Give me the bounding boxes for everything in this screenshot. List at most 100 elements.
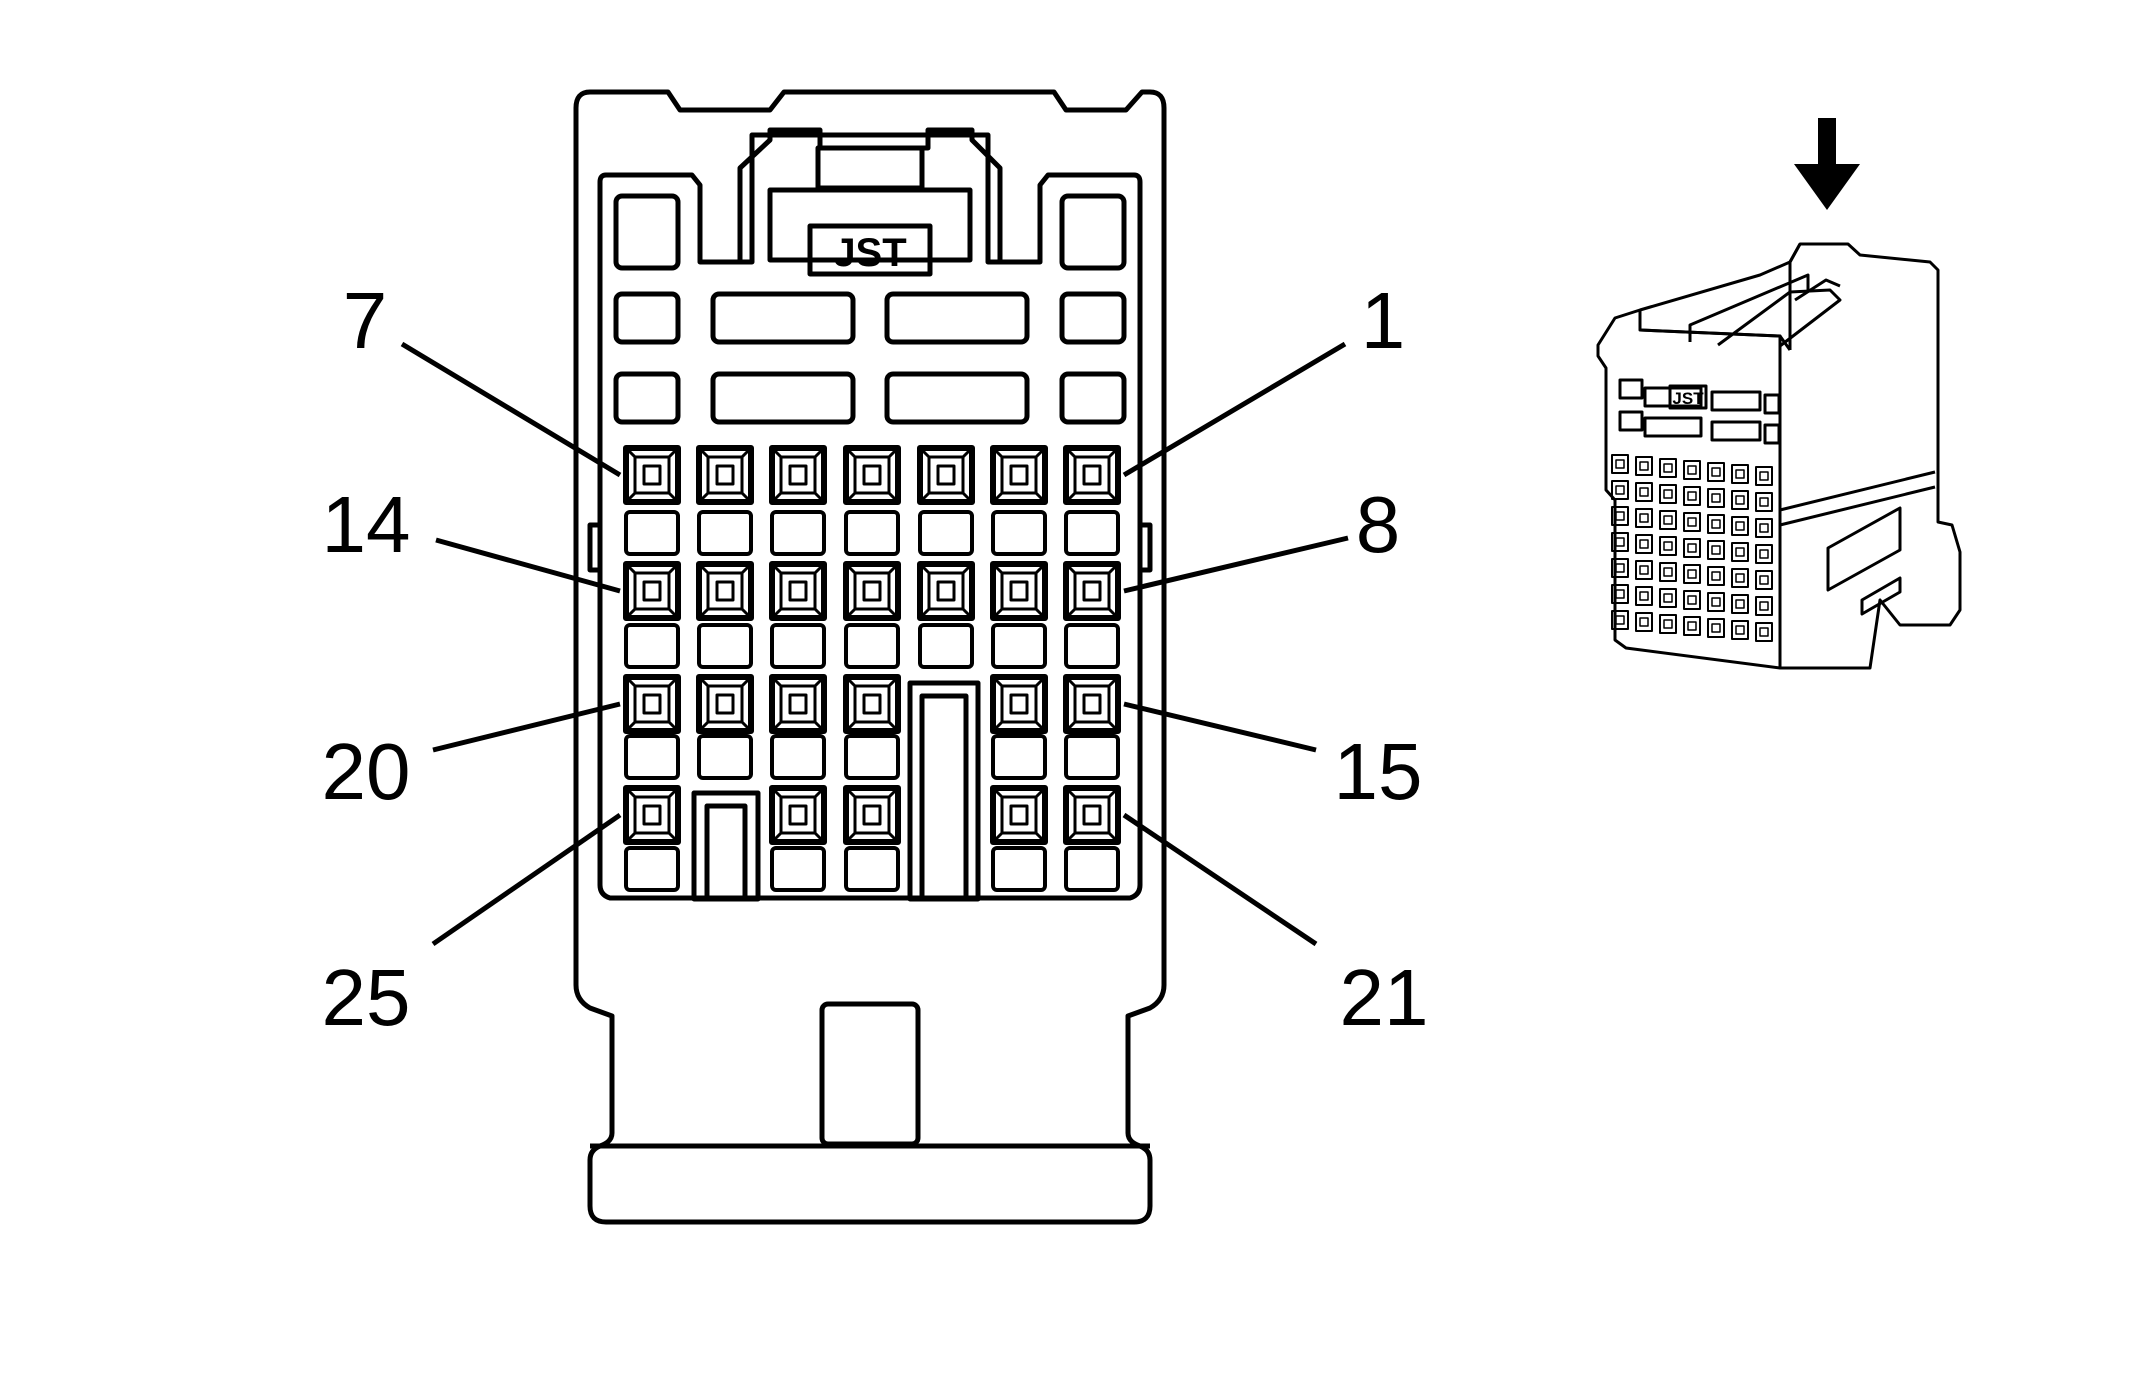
terminal-cavity <box>843 561 901 621</box>
iso-terminal <box>1683 512 1701 532</box>
slot <box>884 371 1030 425</box>
iso-terminal-inner <box>1687 517 1697 527</box>
latch-tab <box>815 145 925 191</box>
terminal-cavity <box>843 785 901 845</box>
terminal-cavity <box>843 445 901 505</box>
iso-terminal-inner <box>1687 621 1697 631</box>
iso-terminal-inner <box>1687 491 1697 501</box>
iso-terminal-inner <box>1735 469 1745 479</box>
terminal-cavity <box>990 445 1048 505</box>
iso-terminal <box>1659 458 1677 478</box>
iso-terminal <box>1635 456 1653 476</box>
iso-terminal <box>1707 462 1725 482</box>
connector-front-view: JST <box>573 89 1167 1225</box>
iso-terminal-inner <box>1663 463 1673 473</box>
iso-terminal <box>1659 536 1677 556</box>
iso-terminal-inner <box>1759 601 1769 611</box>
iso-terminal <box>1683 564 1701 584</box>
iso-terminal <box>1635 586 1653 606</box>
iso-terminal <box>1611 532 1629 552</box>
terminal-cavity <box>623 445 681 505</box>
sub-window <box>844 734 900 780</box>
pin-label-21: 21 <box>1340 953 1429 1042</box>
terminal-cavity <box>990 785 1048 845</box>
iso-terminal-inner <box>1663 619 1673 629</box>
arrow-head <box>1794 164 1860 210</box>
connector-isometric-view: JST <box>1596 242 1962 670</box>
iso-side-line <box>1779 470 1936 512</box>
pin-label-20: 20 <box>322 727 411 816</box>
release-tab <box>819 1001 921 1147</box>
terminal-cavity <box>843 674 901 734</box>
iso-terminal <box>1731 516 1749 536</box>
iso-terminal-inner <box>1639 461 1649 471</box>
plugged-cavity <box>704 803 748 902</box>
iso-terminal-inner <box>1663 489 1673 499</box>
iso-terminal-inner <box>1687 569 1697 579</box>
iso-terminal-inner <box>1735 599 1745 609</box>
terminal-cavity <box>769 445 827 505</box>
pin-callouts <box>400 341 1349 947</box>
iso-terminal <box>1683 590 1701 610</box>
side-guide-left <box>587 522 600 573</box>
iso-terminal <box>1659 614 1677 634</box>
iso-terminal <box>1683 460 1701 480</box>
iso-terminal-inner <box>1759 575 1769 585</box>
iso-terminal <box>1659 510 1677 530</box>
pin-label-14: 14 <box>322 480 411 569</box>
iso-side <box>1780 242 1962 670</box>
iso-terminal-inner <box>1615 589 1625 599</box>
terminal-cavity <box>769 674 827 734</box>
iso-terminal <box>1611 506 1629 526</box>
iso-terminal <box>1707 592 1725 612</box>
iso-terminal-inner <box>1735 521 1745 531</box>
iso-terminal <box>1707 540 1725 560</box>
sub-window <box>770 623 826 669</box>
iso-terminal <box>1731 542 1749 562</box>
latch-window <box>767 187 973 263</box>
iso-terminal-inner <box>1663 515 1673 525</box>
iso-terminal-inner <box>1711 493 1721 503</box>
sub-window <box>991 734 1047 780</box>
jst-logo-box <box>807 223 933 277</box>
iso-terminal-inner <box>1735 547 1745 557</box>
iso-slot <box>1643 386 1703 408</box>
terminal-cavity <box>1063 785 1121 845</box>
sub-window <box>844 623 900 669</box>
iso-terminal <box>1731 568 1749 588</box>
leader-line <box>432 701 621 753</box>
pin-label-15: 15 <box>1334 727 1423 816</box>
iso-slot <box>1643 416 1703 438</box>
terminal-cavity <box>696 561 754 621</box>
sub-window <box>624 846 680 892</box>
iso-terminal <box>1683 486 1701 506</box>
terminal-cavity <box>917 561 975 621</box>
sub-window <box>770 734 826 780</box>
iso-terminal <box>1731 620 1749 640</box>
arrow-shaft <box>1818 118 1836 170</box>
housing-outline <box>573 89 1167 1225</box>
iso-slot <box>1763 393 1781 415</box>
iso-terminal <box>1611 610 1629 630</box>
iso-slot <box>1710 420 1762 442</box>
iso-terminal <box>1707 514 1725 534</box>
iso-terminal-inner <box>1759 523 1769 533</box>
sub-window <box>844 510 900 556</box>
sub-window <box>1064 510 1120 556</box>
iso-terminal <box>1659 588 1677 608</box>
iso-terminal <box>1611 454 1629 474</box>
inner-frame <box>597 132 1143 901</box>
leader-line <box>400 341 622 478</box>
iso-top-latch <box>1794 278 1841 302</box>
iso-terminal <box>1635 508 1653 528</box>
iso-terminal-inner <box>1615 563 1625 573</box>
iso-terminal-inner <box>1615 511 1625 521</box>
iso-terminal <box>1683 538 1701 558</box>
iso-terminal <box>1707 488 1725 508</box>
iso-terminal <box>1755 518 1773 538</box>
pin-label-8: 8 <box>1356 480 1401 569</box>
pin-label-7: 7 <box>343 276 388 365</box>
iso-slot <box>1763 423 1781 445</box>
iso-terminal-inner <box>1759 627 1769 637</box>
iso-terminal-inner <box>1615 615 1625 625</box>
